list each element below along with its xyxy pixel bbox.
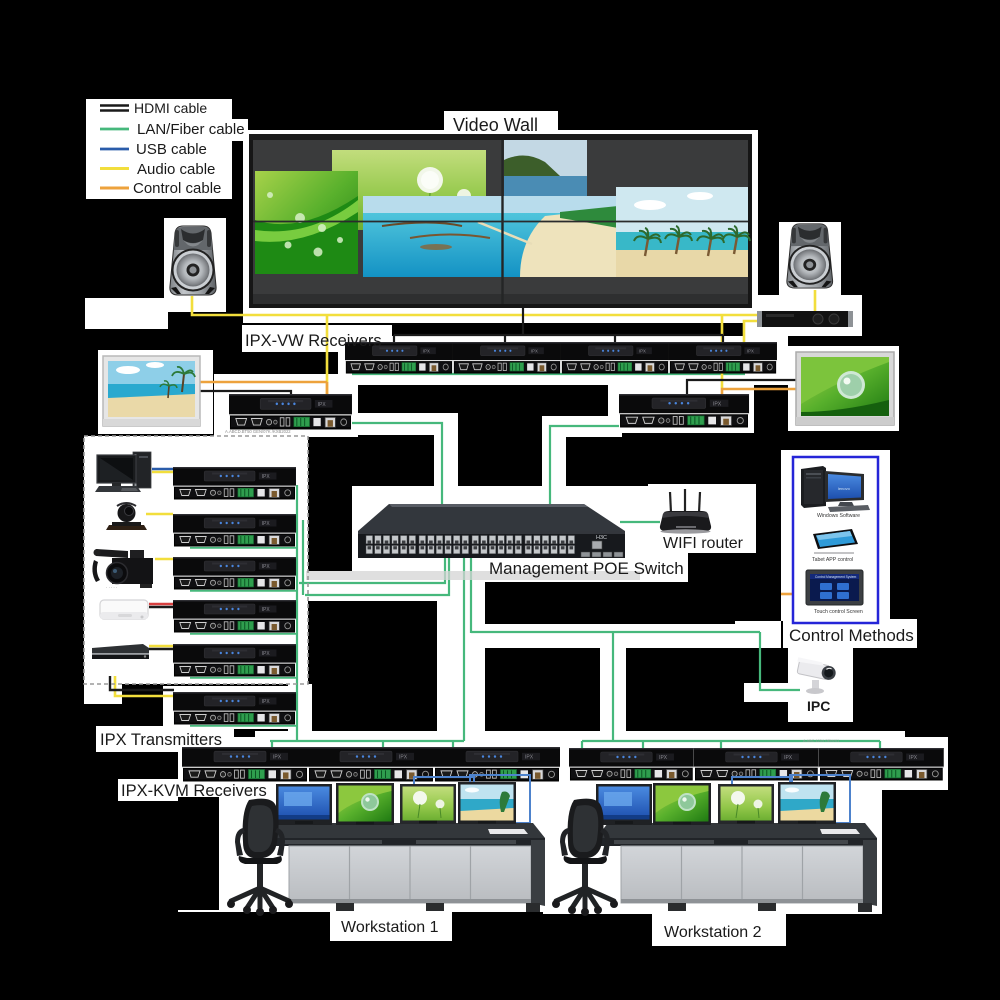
- svg-text:IPX Transmitters: IPX Transmitters: [100, 731, 222, 749]
- svg-text:Audio cable: Audio cable: [137, 161, 215, 178]
- svg-text:lenovo: lenovo: [838, 486, 851, 491]
- svg-text:Tabet APP control: Tabet APP control: [812, 557, 853, 563]
- svg-text:A.ABCD.BT50 GEN/07K /KXB2022: A.ABCD.BT50 GEN/07K /KXB2022: [225, 429, 291, 434]
- svg-text:HDMI cable: HDMI cable: [134, 100, 207, 116]
- svg-text:· · · · ·: · · · · ·: [106, 585, 117, 590]
- svg-text:H3C: H3C: [596, 535, 607, 541]
- svg-text:IPX-KVM Receivers: IPX-KVM Receivers: [121, 782, 267, 800]
- svg-text:IPX-VW Receivers: IPX-VW Receivers: [245, 332, 382, 350]
- svg-text:Video Wall: Video Wall: [453, 115, 538, 135]
- svg-text:USB cable: USB cable: [136, 141, 207, 158]
- svg-text:Touch control Screen: Touch control Screen: [814, 609, 863, 615]
- svg-text:Windows Software: Windows Software: [817, 513, 860, 519]
- svg-text:Control Management System: Control Management System: [815, 575, 857, 579]
- svg-text:Control cable: Control cable: [133, 180, 221, 197]
- svg-text:Workstation 2: Workstation 2: [664, 924, 762, 941]
- svg-text:Control Methods: Control Methods: [789, 626, 914, 645]
- svg-text:IPC: IPC: [807, 698, 830, 714]
- svg-text:LAN/Fiber cable: LAN/Fiber cable: [137, 121, 245, 138]
- svg-text:A.ABC.1234 OEM/X1: A.ABC.1234 OEM/X1: [803, 739, 839, 743]
- svg-text:Management POE Switch: Management POE Switch: [489, 559, 684, 578]
- svg-text:WIFI router: WIFI router: [663, 535, 744, 552]
- svg-text:Workstation 1: Workstation 1: [341, 919, 439, 936]
